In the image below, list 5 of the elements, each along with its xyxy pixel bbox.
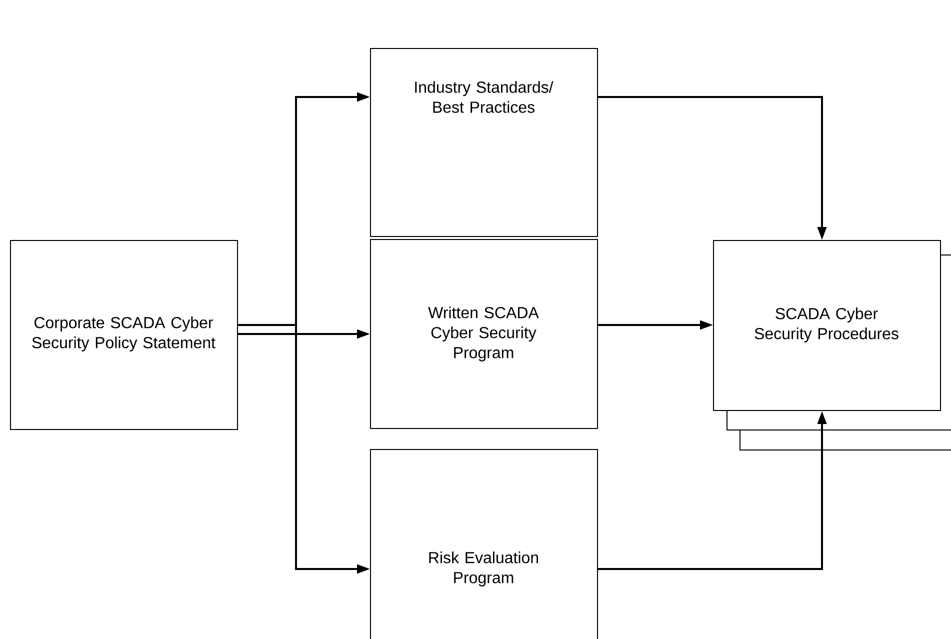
process-box: Industry Standards/ Best Practices (370, 48, 598, 237)
process-box: Written SCADA Cyber Security Program (370, 239, 598, 429)
policy-box: Corporate SCADA Cyber Security Policy Statement (10, 240, 238, 430)
document-stack-box: SCADA Cyber Security Procedures (713, 240, 941, 411)
process-box: Risk Evaluation Program (370, 449, 598, 639)
